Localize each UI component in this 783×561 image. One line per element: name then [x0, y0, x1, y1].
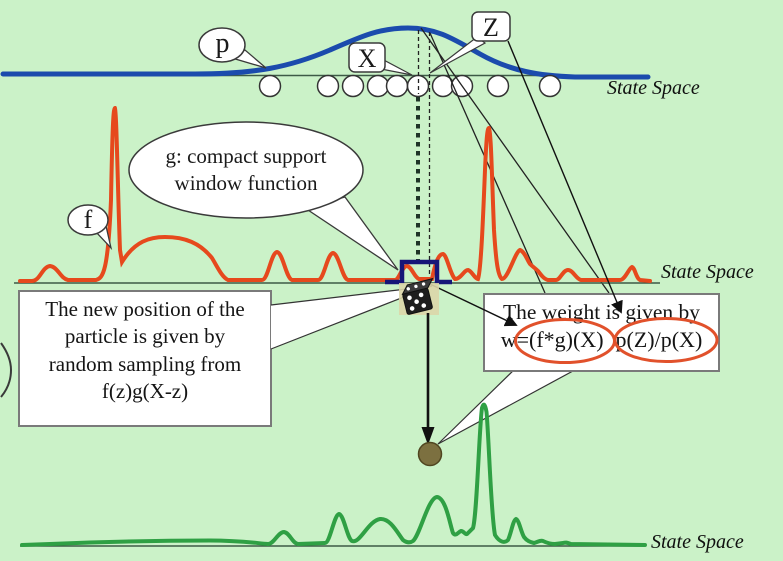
- weight-box: The weight is given by w=(f*g)(X) p(Z)/p(…: [483, 293, 720, 372]
- state-space-label-bottom: State Space: [651, 531, 744, 553]
- blue-prior-curve: [0, 25, 651, 80]
- x-label: X: [357, 44, 377, 73]
- z-tag: [429, 11, 511, 74]
- f-label: f: [83, 205, 93, 234]
- particle-circles: [258, 74, 562, 98]
- state-space-label-top: State Space: [607, 77, 700, 99]
- pos-box-line3: random sampling from: [48, 351, 242, 376]
- p-callout-bubble: [198, 27, 267, 69]
- green-posterior-curve: [20, 402, 647, 547]
- p-label: p: [215, 28, 230, 59]
- weight-box-line1: The weight is given by: [502, 300, 701, 324]
- pos-box-line1: The new position of the: [45, 297, 245, 321]
- formula-term-fg: (f*g)(X): [529, 326, 604, 352]
- g-bubble-text: g: compact support window function: [129, 143, 363, 198]
- weight-box-formula: w=(f*g)(X) p(Z)/p(X): [485, 326, 718, 355]
- new-position-box: The new position of the particle is give…: [18, 290, 272, 427]
- x-tag: [348, 42, 413, 76]
- window-function-bracket: [385, 259, 452, 285]
- weightbox-pointer-wedge: [437, 364, 585, 445]
- pos-box-line4: f(z)g(X-z): [101, 378, 189, 403]
- formula-term-pz: p(Z)/p(X): [615, 326, 703, 352]
- g-bubble-line1: g: compact support: [165, 144, 327, 168]
- clipped-left-edge-shape: [0, 342, 13, 398]
- formula-prefix: w=: [500, 326, 529, 352]
- state-space-label-mid: State Space: [661, 261, 754, 283]
- f-callout-bubble: [67, 204, 113, 251]
- g-speech-bubble: [128, 121, 399, 271]
- g-bubble-line2: window function: [174, 171, 318, 196]
- pos-box-line2: particle is given by: [64, 324, 226, 349]
- z-label: Z: [483, 13, 499, 42]
